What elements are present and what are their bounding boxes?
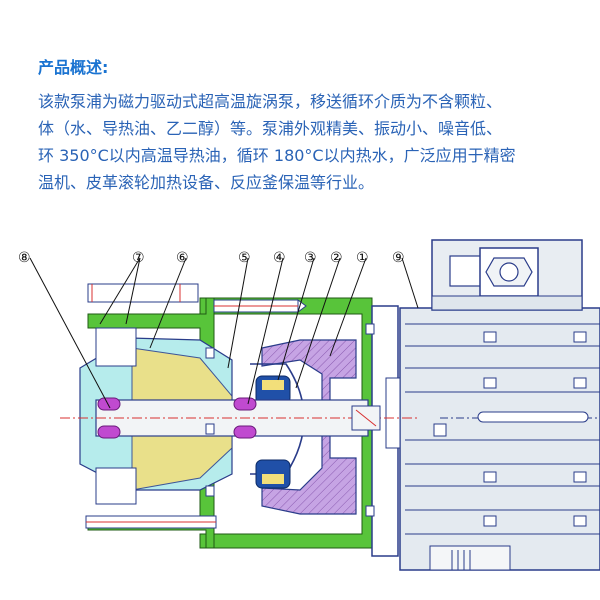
description-line: 环 350°C以内高温导热油，循环 180°C以内热水，广泛应用于精密 [38, 146, 516, 165]
pump-cross-section-diagram: ⑧ ⑦ ⑥ ⑤ ④ ③ ② ① ⑨ [18, 239, 600, 571]
overview-description: 该款泵浦为磁力驱动式超高温旋涡泵，移送循环介质为不含颗粒、 体（水、导热油、乙二… [38, 88, 600, 196]
front-bearing-bottom [97, 425, 121, 439]
callout-7: ⑦ [132, 250, 145, 266]
front-bearing-top [97, 397, 121, 411]
motor-assembly [399, 239, 600, 571]
callout-5: ⑤ [238, 250, 251, 266]
motor-shaft-slot [477, 411, 589, 423]
callout-9: ⑨ [392, 250, 405, 266]
discharge-flange [87, 283, 199, 303]
overview-heading: 产品概述: [38, 58, 109, 77]
callout-6: ⑥ [176, 250, 189, 266]
rear-bearing-top [233, 397, 257, 411]
motor-body [399, 307, 600, 571]
rear-bearing-bottom [233, 425, 257, 439]
description-line: 体（水、导热油、乙二醇）等。泵浦外观精美、振动小、噪音低、 [38, 119, 503, 138]
description-line: 温机、皮革滚轮加热设备、反应釜保温等行业。 [38, 173, 375, 192]
callout-4: ④ [273, 250, 286, 266]
callout-2: ② [330, 250, 343, 266]
bearing-bracket [199, 297, 401, 557]
callout-leaders [29, 257, 419, 409]
description-line: 该款泵浦为磁力驱动式超高温旋涡泵，移送循环介质为不含颗粒、 [38, 92, 503, 111]
outer-magnet-rotor [261, 339, 357, 515]
cooling-fins [405, 323, 600, 535]
callout-3: ③ [304, 250, 317, 266]
gland-hole [499, 262, 519, 282]
callout-8: ⑧ [18, 250, 31, 266]
callout-1: ① [356, 250, 369, 266]
